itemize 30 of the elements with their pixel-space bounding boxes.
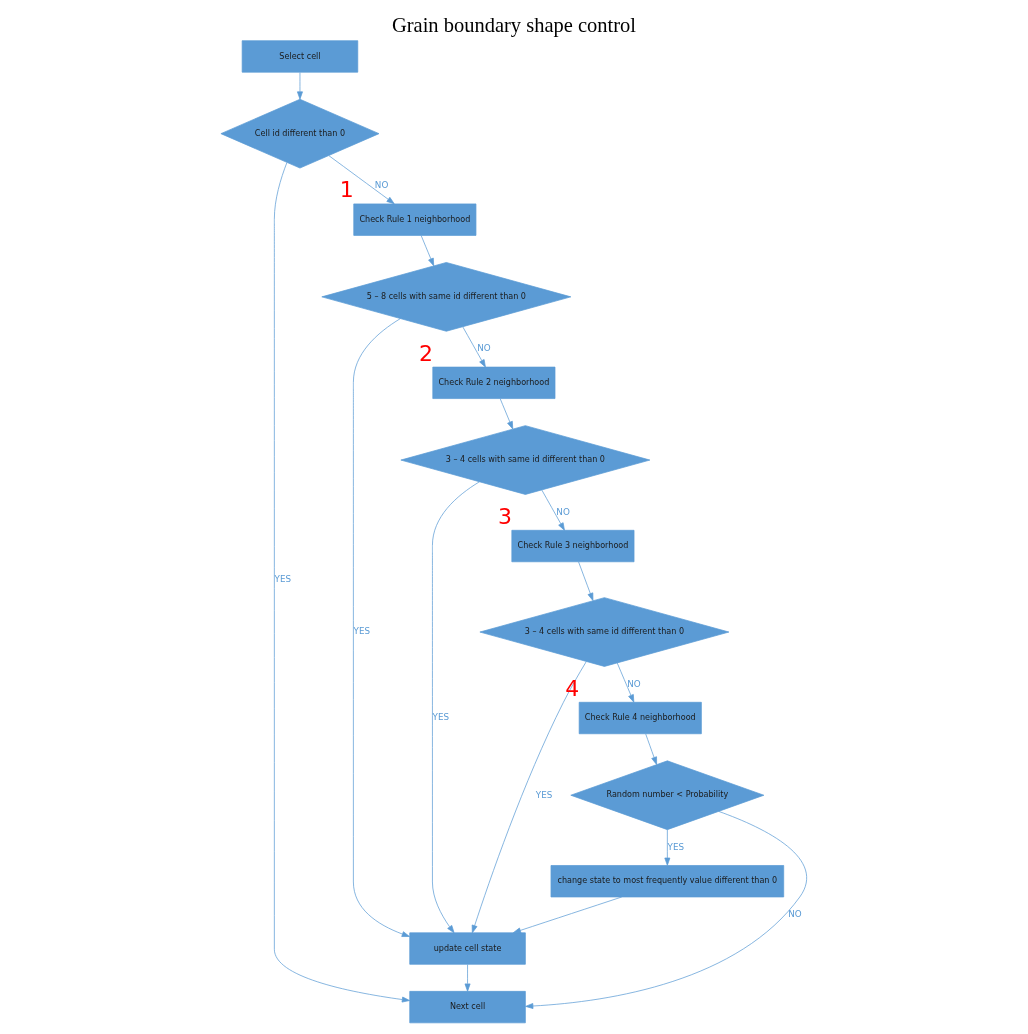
arrow: [512, 896, 623, 933]
edge-label: NO: [477, 342, 491, 353]
arrow: [274, 161, 410, 1002]
edge-label: NO: [374, 179, 389, 190]
edge-label: YES: [432, 711, 450, 722]
arrow: [432, 480, 480, 933]
edge-label: NO: [627, 678, 641, 689]
arrow: [664, 829, 671, 866]
arrow: [525, 810, 808, 1009]
arrow: [578, 561, 594, 601]
node-label: 4: [565, 675, 580, 701]
node-label: 1: [339, 176, 354, 202]
node-label: 2: [418, 340, 433, 366]
arrow: [462, 326, 486, 367]
edge-label: YES: [535, 789, 553, 799]
arrow: [499, 398, 514, 429]
arrow: [645, 733, 657, 765]
arrow: [328, 154, 395, 204]
arrow: [353, 317, 410, 937]
arrow: [471, 660, 587, 933]
edge-label: NO: [788, 908, 802, 919]
edge-label: YES: [667, 841, 684, 852]
edge-label: NO: [556, 506, 570, 517]
arrow: [464, 963, 471, 992]
arrow: [420, 234, 435, 266]
diagram-title: Grain boundary shape control: [391, 12, 637, 35]
arrow: [297, 71, 303, 100]
arrow: [616, 662, 635, 702]
arrow: [541, 489, 565, 531]
node-label: 3: [497, 503, 512, 529]
